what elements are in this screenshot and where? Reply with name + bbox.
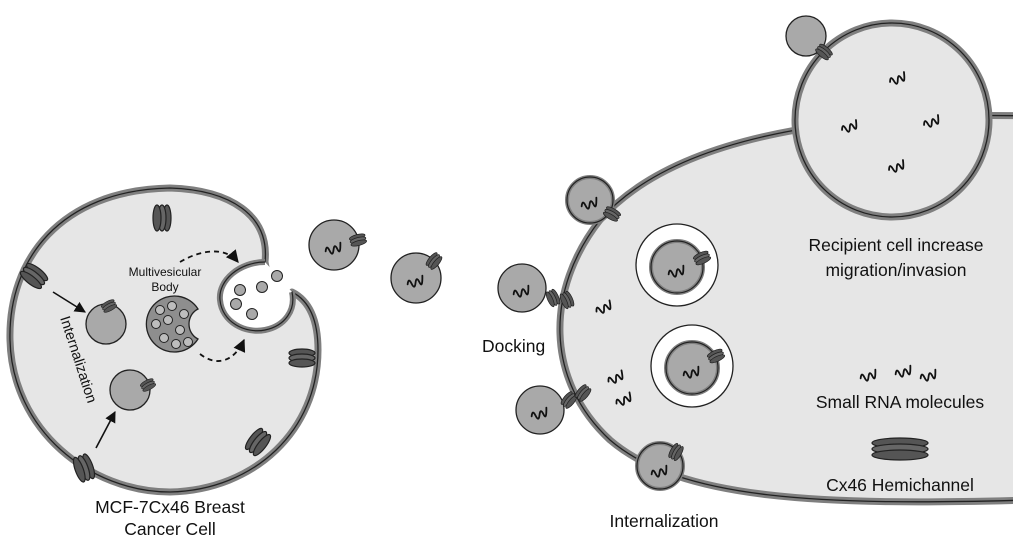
legend-hemichannel-label: Cx46 Hemichannel [826, 475, 974, 495]
label-body: Body [151, 280, 178, 294]
attached-exosome [785, 15, 827, 57]
exosome-docking-upper [497, 263, 576, 313]
label-internalization-right: Internalization [610, 511, 719, 531]
hemichannel-icon [152, 204, 172, 232]
hemichannel-icon [288, 348, 316, 368]
dashed-arrow-fusion [199, 338, 246, 362]
exosome-fusing-bottom [635, 441, 686, 491]
legend: Small RNA molecules Cx46 Hemichannel [816, 364, 984, 495]
endosome-upper [635, 223, 719, 307]
arrow-internalize-lower [95, 411, 116, 449]
exosome-fusing-top [565, 175, 623, 225]
dashed-arrow-to-mvb [179, 249, 239, 263]
label-multivesicular: Multivesicular [129, 265, 202, 279]
label-cell-line-1: MCF-7Cx46 Breast [95, 497, 245, 517]
exosome-released-1 [308, 219, 368, 271]
exosome-docking-lower [515, 382, 593, 435]
label-docking: Docking [482, 336, 545, 356]
label-cell-line-2: Cancer Cell [124, 519, 215, 539]
legend-hemichannel-icon [871, 437, 929, 461]
endosome-lower [650, 324, 734, 408]
recipient-cell-invasive [785, 15, 993, 221]
label-recipient-1: Recipient cell increase [808, 235, 983, 255]
label-recipient-2: migration/invasion [825, 260, 966, 280]
legend-rna-label: Small RNA molecules [816, 392, 984, 412]
endocytosed-vesicle-upper [85, 297, 127, 345]
arrow-internalize-upper [52, 291, 86, 313]
donor-cell: Multivesicular Body Internalization MCF-… [6, 184, 322, 539]
multivesicular-body [145, 295, 199, 353]
exosome-released-2 [390, 250, 444, 304]
fusing-mvb [216, 259, 296, 334]
endocytosed-vesicle-lower [109, 369, 157, 411]
